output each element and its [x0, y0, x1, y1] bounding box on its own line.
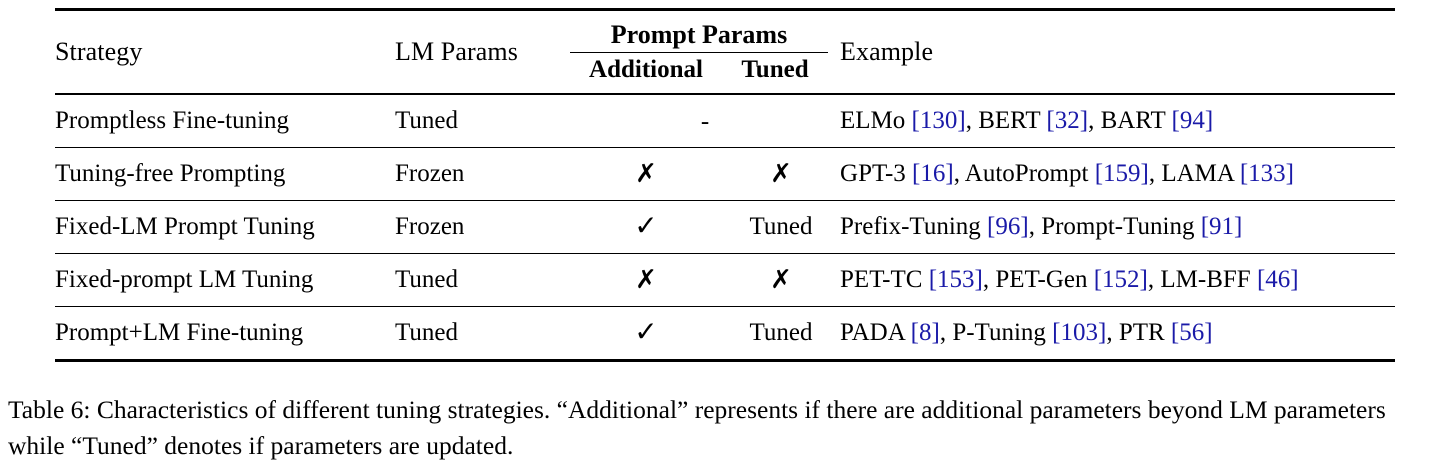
- citation-link[interactable]: [94]: [1171, 107, 1214, 134]
- example-text: , PTR: [1106, 319, 1171, 346]
- dash-icon: -: [700, 108, 710, 135]
- column-header-additional: Additional: [589, 55, 703, 83]
- cell-prompt-tuned: Tuned: [749, 319, 813, 346]
- example-text: ELMo: [840, 107, 912, 134]
- check-icon: ✓: [634, 315, 658, 348]
- example-text: PADA: [840, 319, 911, 346]
- example-text: Prefix-Tuning: [840, 213, 988, 240]
- citation-link[interactable]: [96]: [987, 213, 1029, 240]
- cell-lm-params: Tuned: [395, 319, 458, 346]
- example-text: , BART: [1088, 107, 1172, 134]
- cell-strategy: Prompt+LM Fine-tuning: [55, 319, 304, 346]
- row-separator-rule: [55, 200, 1395, 201]
- prompt-params-subcolumns: Additional Tuned: [570, 53, 828, 83]
- table-bottom-rule: [55, 359, 1395, 362]
- cell-prompt-params-none: -: [570, 95, 840, 147]
- tuning-strategies-table: Strategy LM Params Prompt Params Additio…: [55, 11, 1395, 93]
- cell-prompt-tuned: Tuned: [749, 213, 813, 240]
- cross-icon: ✗: [635, 159, 657, 189]
- table-caption: Table 6: Characteristics of different tu…: [8, 395, 1386, 461]
- table-top-rule: [55, 8, 1395, 11]
- row-separator-rule: [55, 306, 1395, 307]
- citation-link[interactable]: [159]: [1094, 160, 1149, 187]
- column-header-strategy: Strategy: [55, 37, 143, 66]
- citation-link[interactable]: [152]: [1093, 266, 1148, 293]
- cell-additional: ✓: [570, 307, 722, 359]
- row-separator-rule: [55, 253, 1395, 254]
- example-text: , LAMA: [1148, 160, 1240, 187]
- cell-strategy: Fixed-LM Prompt Tuning: [55, 213, 315, 240]
- row-separator: [55, 147, 1395, 148]
- cell-example: ELMo [130], BERT [32], BART [94]: [840, 95, 1395, 147]
- example-text: GPT-3: [840, 160, 913, 187]
- row-separator: [55, 306, 1395, 307]
- citation-link[interactable]: [130]: [911, 107, 966, 134]
- cell-example: Prefix-Tuning [96], Prompt-Tuning [91]: [840, 201, 1395, 253]
- citation-link[interactable]: [32]: [1046, 107, 1089, 134]
- table-row: Fixed-prompt LM Tuning Tuned ✗ ✗ PET-TC [153…: [55, 254, 1395, 306]
- cell-strategy: Promptless Fine-tuning: [55, 107, 290, 134]
- example-text: , PET-Gen: [982, 266, 1094, 293]
- table-row: Prompt+LM Fine-tuning Tuned ✓ Tuned PADA [8]…: [55, 307, 1395, 359]
- example-text: , LM-BFF: [1147, 266, 1257, 293]
- row-separator: [55, 200, 1395, 201]
- horizontal-rule: [55, 253, 1395, 254]
- horizontal-rule: [55, 200, 1395, 201]
- column-header-lm-params: LM Params: [395, 37, 518, 66]
- citation-link[interactable]: [91]: [1200, 213, 1243, 240]
- column-header-tuned: Tuned: [741, 55, 809, 83]
- example-text: , Prompt-Tuning: [1028, 213, 1201, 240]
- cell-additional: ✓: [570, 201, 722, 253]
- citation-link[interactable]: [56]: [1170, 319, 1213, 346]
- citation-link[interactable]: [153]: [928, 266, 983, 293]
- cell-lm-params: Frozen: [395, 160, 465, 187]
- cell-additional: ✗: [570, 148, 722, 200]
- cell-example: PET-TC [153], PET-Gen [152], LM-BFF [46]: [840, 254, 1395, 306]
- citation-link[interactable]: [133]: [1239, 160, 1294, 187]
- cell-example: GPT-3 [16], AutoPrompt [159], LAMA [133]: [840, 148, 1395, 200]
- citation-link[interactable]: [8]: [910, 319, 940, 346]
- citation-link[interactable]: [16]: [912, 160, 954, 187]
- cell-lm-params: Tuned: [395, 107, 458, 134]
- citation-link[interactable]: [46]: [1256, 266, 1299, 293]
- cell-example: PADA [8], P-Tuning [103], PTR [56]: [840, 307, 1395, 359]
- cross-icon: ✗: [770, 159, 792, 189]
- horizontal-rule: [55, 147, 1395, 148]
- example-text: , AutoPrompt: [953, 160, 1095, 187]
- prompt-params-sub-rule: [570, 51, 828, 53]
- table-row: Tuning-free Prompting Frozen ✗ ✗ GPT-3 [16],…: [55, 148, 1395, 200]
- cell-strategy: Fixed-prompt LM Tuning: [55, 266, 314, 293]
- row-separator-rule: [55, 147, 1395, 148]
- cross-icon: ✗: [635, 265, 657, 295]
- example-text: , P-Tuning: [939, 319, 1053, 346]
- cross-icon: ✗: [770, 265, 792, 295]
- check-icon: ✓: [634, 209, 658, 242]
- prompt-params-stack: Prompt Params Additional Tuned: [570, 21, 828, 82]
- header-bottom-rule: [55, 93, 1395, 95]
- column-header-prompt-params: Prompt Params: [610, 20, 788, 50]
- example-text: , BERT: [965, 107, 1047, 134]
- row-separator: [55, 253, 1395, 254]
- cell-prompt-tuned: ✗: [722, 254, 840, 306]
- cell-prompt-tuned: ✗: [722, 148, 840, 200]
- column-header-prompt-params-group: Prompt Params Additional Tuned: [570, 11, 840, 93]
- cell-lm-params: Tuned: [395, 266, 458, 293]
- cell-additional: ✗: [570, 254, 722, 306]
- horizontal-rule: [55, 306, 1395, 307]
- table-6-container: Strategy LM Params Prompt Params Additio…: [55, 8, 1395, 362]
- example-text: PET-TC: [840, 266, 929, 293]
- column-header-example: Example: [840, 37, 934, 66]
- citation-link[interactable]: [103]: [1052, 319, 1107, 346]
- cell-strategy: Tuning-free Prompting: [55, 160, 286, 187]
- cell-lm-params: Frozen: [395, 213, 465, 240]
- table-row: Fixed-LM Prompt Tuning Frozen ✓ Tuned Prefix…: [55, 201, 1395, 253]
- header-row: Strategy LM Params Prompt Params Additio…: [55, 11, 1395, 93]
- table-header: Strategy LM Params Prompt Params Additio…: [55, 11, 1395, 93]
